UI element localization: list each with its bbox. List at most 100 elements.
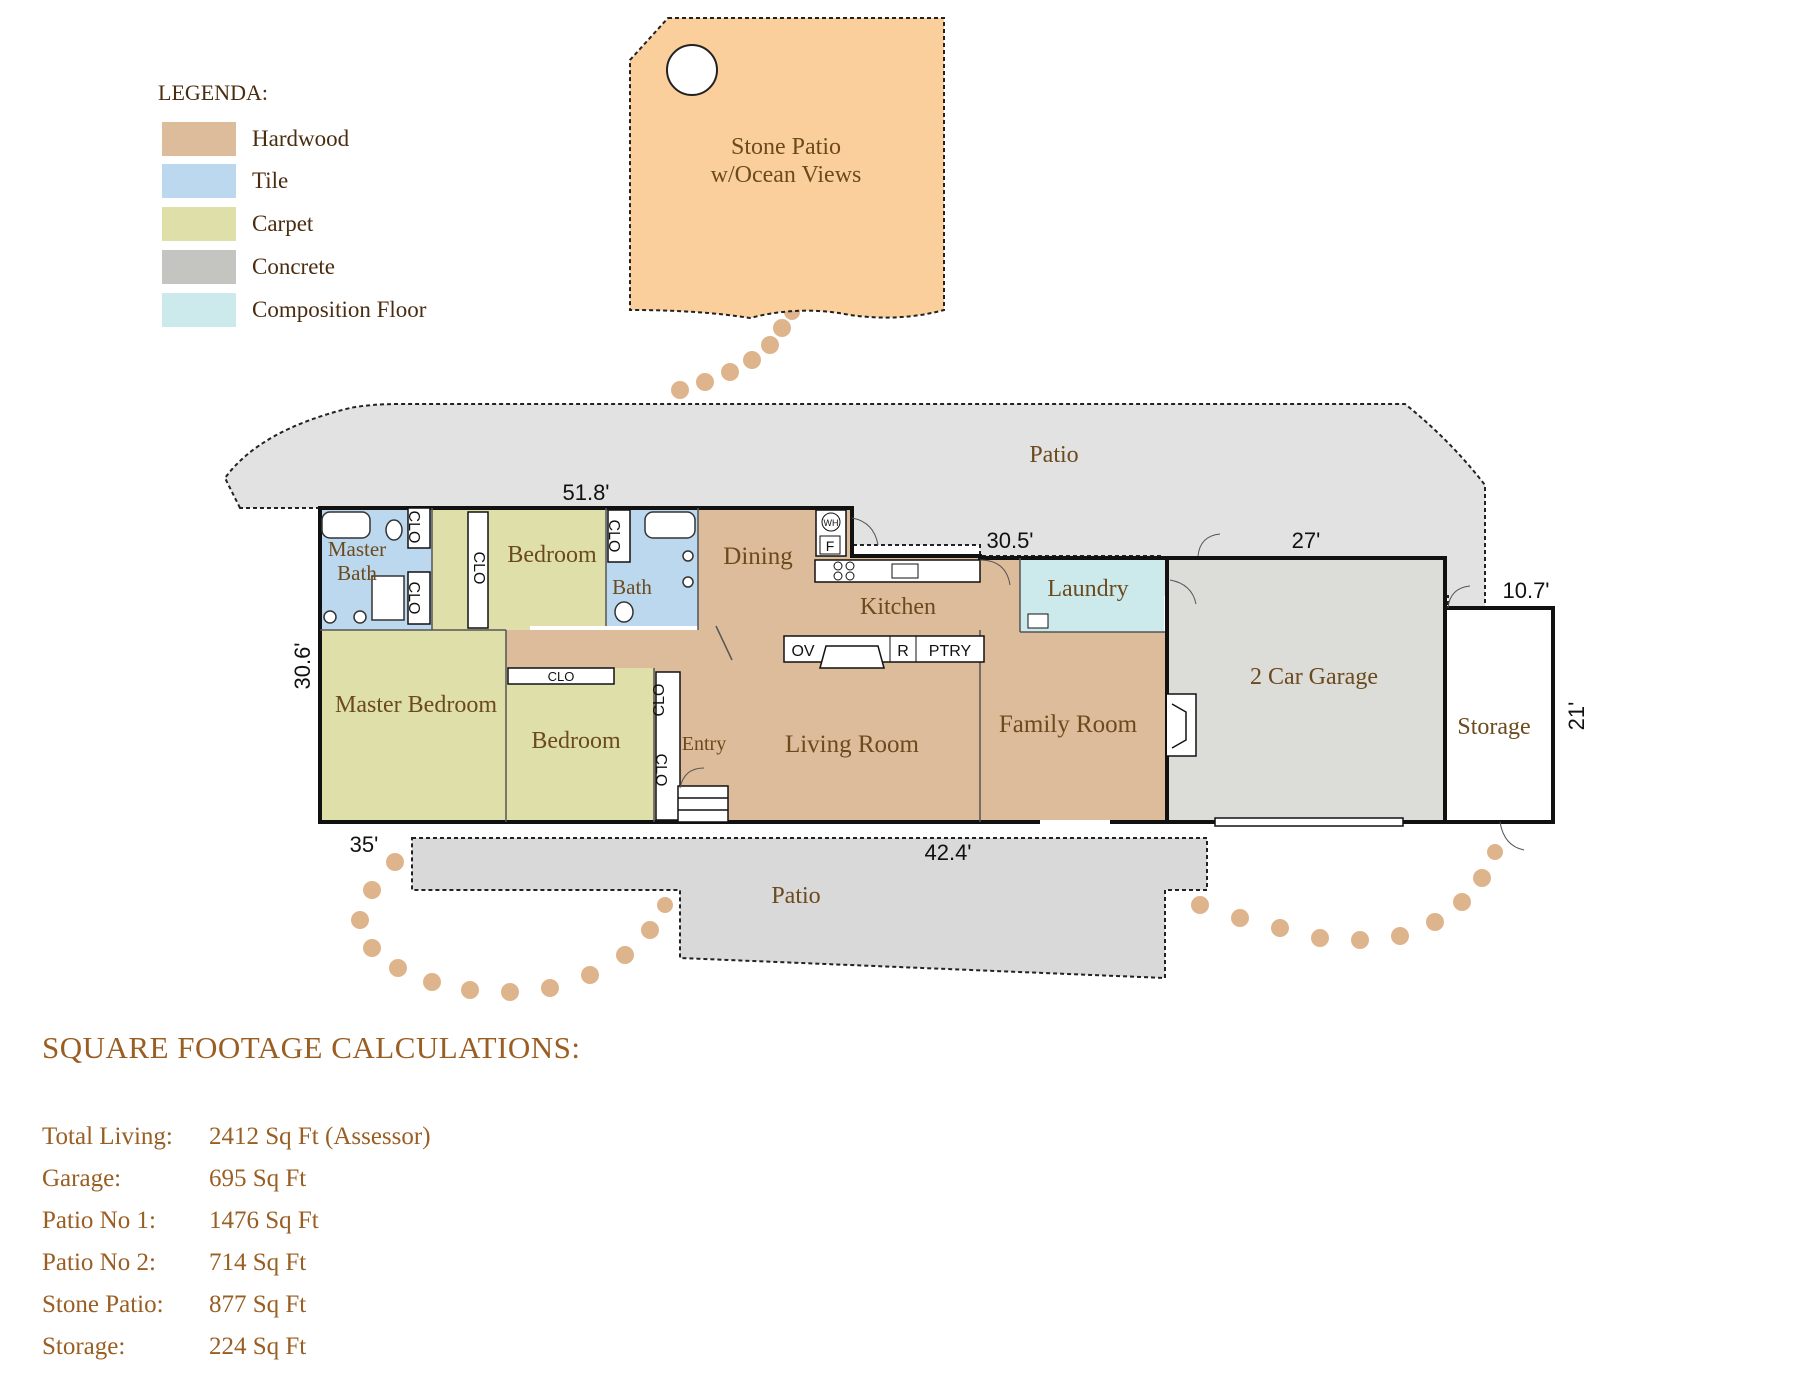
legend-label: Carpet — [252, 211, 314, 236]
legend-label: Composition Floor — [252, 297, 427, 322]
storage-label: Storage — [1457, 714, 1530, 740]
laundry-sink — [1027, 613, 1049, 629]
master-bath-label: Bath — [337, 561, 377, 585]
patio-bottom-label: Patio — [771, 883, 820, 909]
hot-tub-icon — [666, 44, 718, 96]
door-swings — [679, 517, 1525, 851]
storage-wall — [1445, 606, 1555, 824]
sqft-row: Storage: 224 Sq Ft — [42, 1333, 306, 1361]
sqft-row: Stone Patio: 877 Sq Ft — [42, 1291, 306, 1319]
dining-label: Dining — [723, 543, 793, 570]
closet — [467, 511, 489, 629]
entry-steps — [677, 785, 729, 823]
sqft-label: Patio No 2: — [42, 1249, 156, 1276]
sqft-label: Patio No 1: — [42, 1207, 156, 1234]
bath-label: Bath — [612, 575, 652, 599]
sqft-label: Total Living: — [42, 1123, 173, 1150]
storage-floor — [1445, 608, 1553, 822]
fridge-label: F — [826, 538, 835, 554]
bedroom-bottom-label: Bedroom — [531, 728, 621, 754]
master-bath-label: Master — [328, 537, 386, 561]
range-hood — [819, 645, 885, 669]
legend-title: LEGENDA: — [158, 80, 268, 105]
legend-item-concrete: Concrete — [162, 250, 335, 284]
dimension-left-height: 30.6' — [290, 642, 315, 689]
closet — [607, 509, 631, 563]
garage-door — [1214, 817, 1404, 827]
legend-item-tile: Tile — [162, 164, 288, 198]
sqft-label: Storage: — [42, 1333, 126, 1360]
closet — [407, 571, 431, 625]
closet-label: CLO — [652, 754, 669, 787]
closet — [655, 671, 681, 821]
kitchen-counter — [814, 559, 981, 583]
sqft-title: SQUARE FOOTAGE CALCULATIONS: — [42, 1030, 581, 1065]
island — [783, 635, 985, 663]
bedroom-bottom-floor — [506, 668, 654, 822]
walkway-stones — [351, 304, 1503, 1001]
legend-label: Concrete — [252, 254, 336, 279]
sqft-value: 877 Sq Ft — [209, 1291, 307, 1318]
entry-label: Entry — [682, 733, 726, 755]
closet-label: CLO — [548, 669, 575, 684]
bath-fixtures — [321, 511, 696, 624]
water-heater-icon — [821, 512, 841, 532]
sqft-value: 714 Sq Ft — [209, 1249, 307, 1276]
closet — [407, 507, 431, 549]
closet-label: CLO — [405, 582, 422, 615]
living-room-label: Living Room — [785, 731, 920, 758]
dimension-storage-width: 10.7' — [1502, 578, 1549, 603]
closet-label: CLO — [405, 511, 422, 544]
laundry-label: Laundry — [1047, 576, 1128, 602]
water-heater-label: WH — [824, 518, 839, 528]
closet-label: CLO — [470, 552, 487, 585]
sqft-value: 1476 Sq Ft — [209, 1207, 319, 1234]
stone-patio-area — [629, 17, 945, 320]
legend-item-hardwood: Hardwood — [162, 122, 349, 156]
dimension-storage-height: 21' — [1564, 702, 1589, 731]
dimension-top-width: 51.8' — [562, 480, 609, 505]
fireplace-icon — [1167, 693, 1197, 757]
patio-top-label: Patio — [1029, 442, 1078, 468]
legend-label: Hardwood — [252, 126, 350, 151]
sqft-label: Stone Patio: — [42, 1291, 164, 1318]
sqft-row: Patio No 1: 1476 Sq Ft — [42, 1207, 319, 1235]
legend-swatch-concrete — [162, 250, 236, 284]
legend-swatch-composition — [162, 293, 236, 327]
dimension-bottom-left: 35' — [350, 832, 379, 857]
legend-swatch-hardwood — [162, 122, 236, 156]
family-room-label: Family Room — [999, 711, 1138, 738]
garage-floor — [1167, 558, 1443, 822]
dimension-bottom-mid: 42.4' — [924, 840, 971, 865]
garage-label: 2 Car Garage — [1250, 664, 1378, 690]
legend-item-composition: Composition Floor — [162, 293, 426, 327]
legend-label: Tile — [252, 168, 289, 193]
cooktop-icon — [833, 561, 855, 581]
sqft-row: Patio No 2: 714 Sq Ft — [42, 1249, 306, 1277]
master-bedroom-floor — [320, 630, 506, 822]
sqft-row: Total Living: 2412 Sq Ft (Assessor) — [42, 1123, 431, 1151]
pantry-label: PTRY — [929, 643, 972, 660]
legend-swatch-tile — [162, 164, 236, 198]
refrigerator-label: R — [897, 643, 909, 660]
interior-walls — [320, 508, 1165, 822]
sqft-value: 695 Sq Ft — [209, 1165, 307, 1192]
bedroom-top-label: Bedroom — [507, 542, 597, 568]
dimension-garage-width: 27' — [1292, 528, 1321, 553]
sqft-value: 224 Sq Ft — [209, 1333, 307, 1360]
bedroom-top-floor — [496, 508, 606, 626]
kitchen-label: Kitchen — [860, 594, 936, 620]
fridge — [819, 535, 841, 555]
closet-label: CLO — [651, 684, 668, 717]
closet — [507, 667, 615, 685]
oven-label: OV — [791, 643, 814, 660]
sqft-label: Garage: — [42, 1165, 122, 1192]
closet-label: CLO — [605, 520, 622, 553]
sink-icon — [891, 563, 919, 579]
patio-bottom-area — [411, 837, 1208, 980]
legend-item-carpet: Carpet — [162, 207, 313, 241]
stone-patio-label: w/Ocean Views — [711, 162, 862, 188]
sqft-value: 2412 Sq Ft (Assessor) — [209, 1123, 431, 1150]
sqft-row: Garage: 695 Sq Ft — [42, 1165, 306, 1193]
